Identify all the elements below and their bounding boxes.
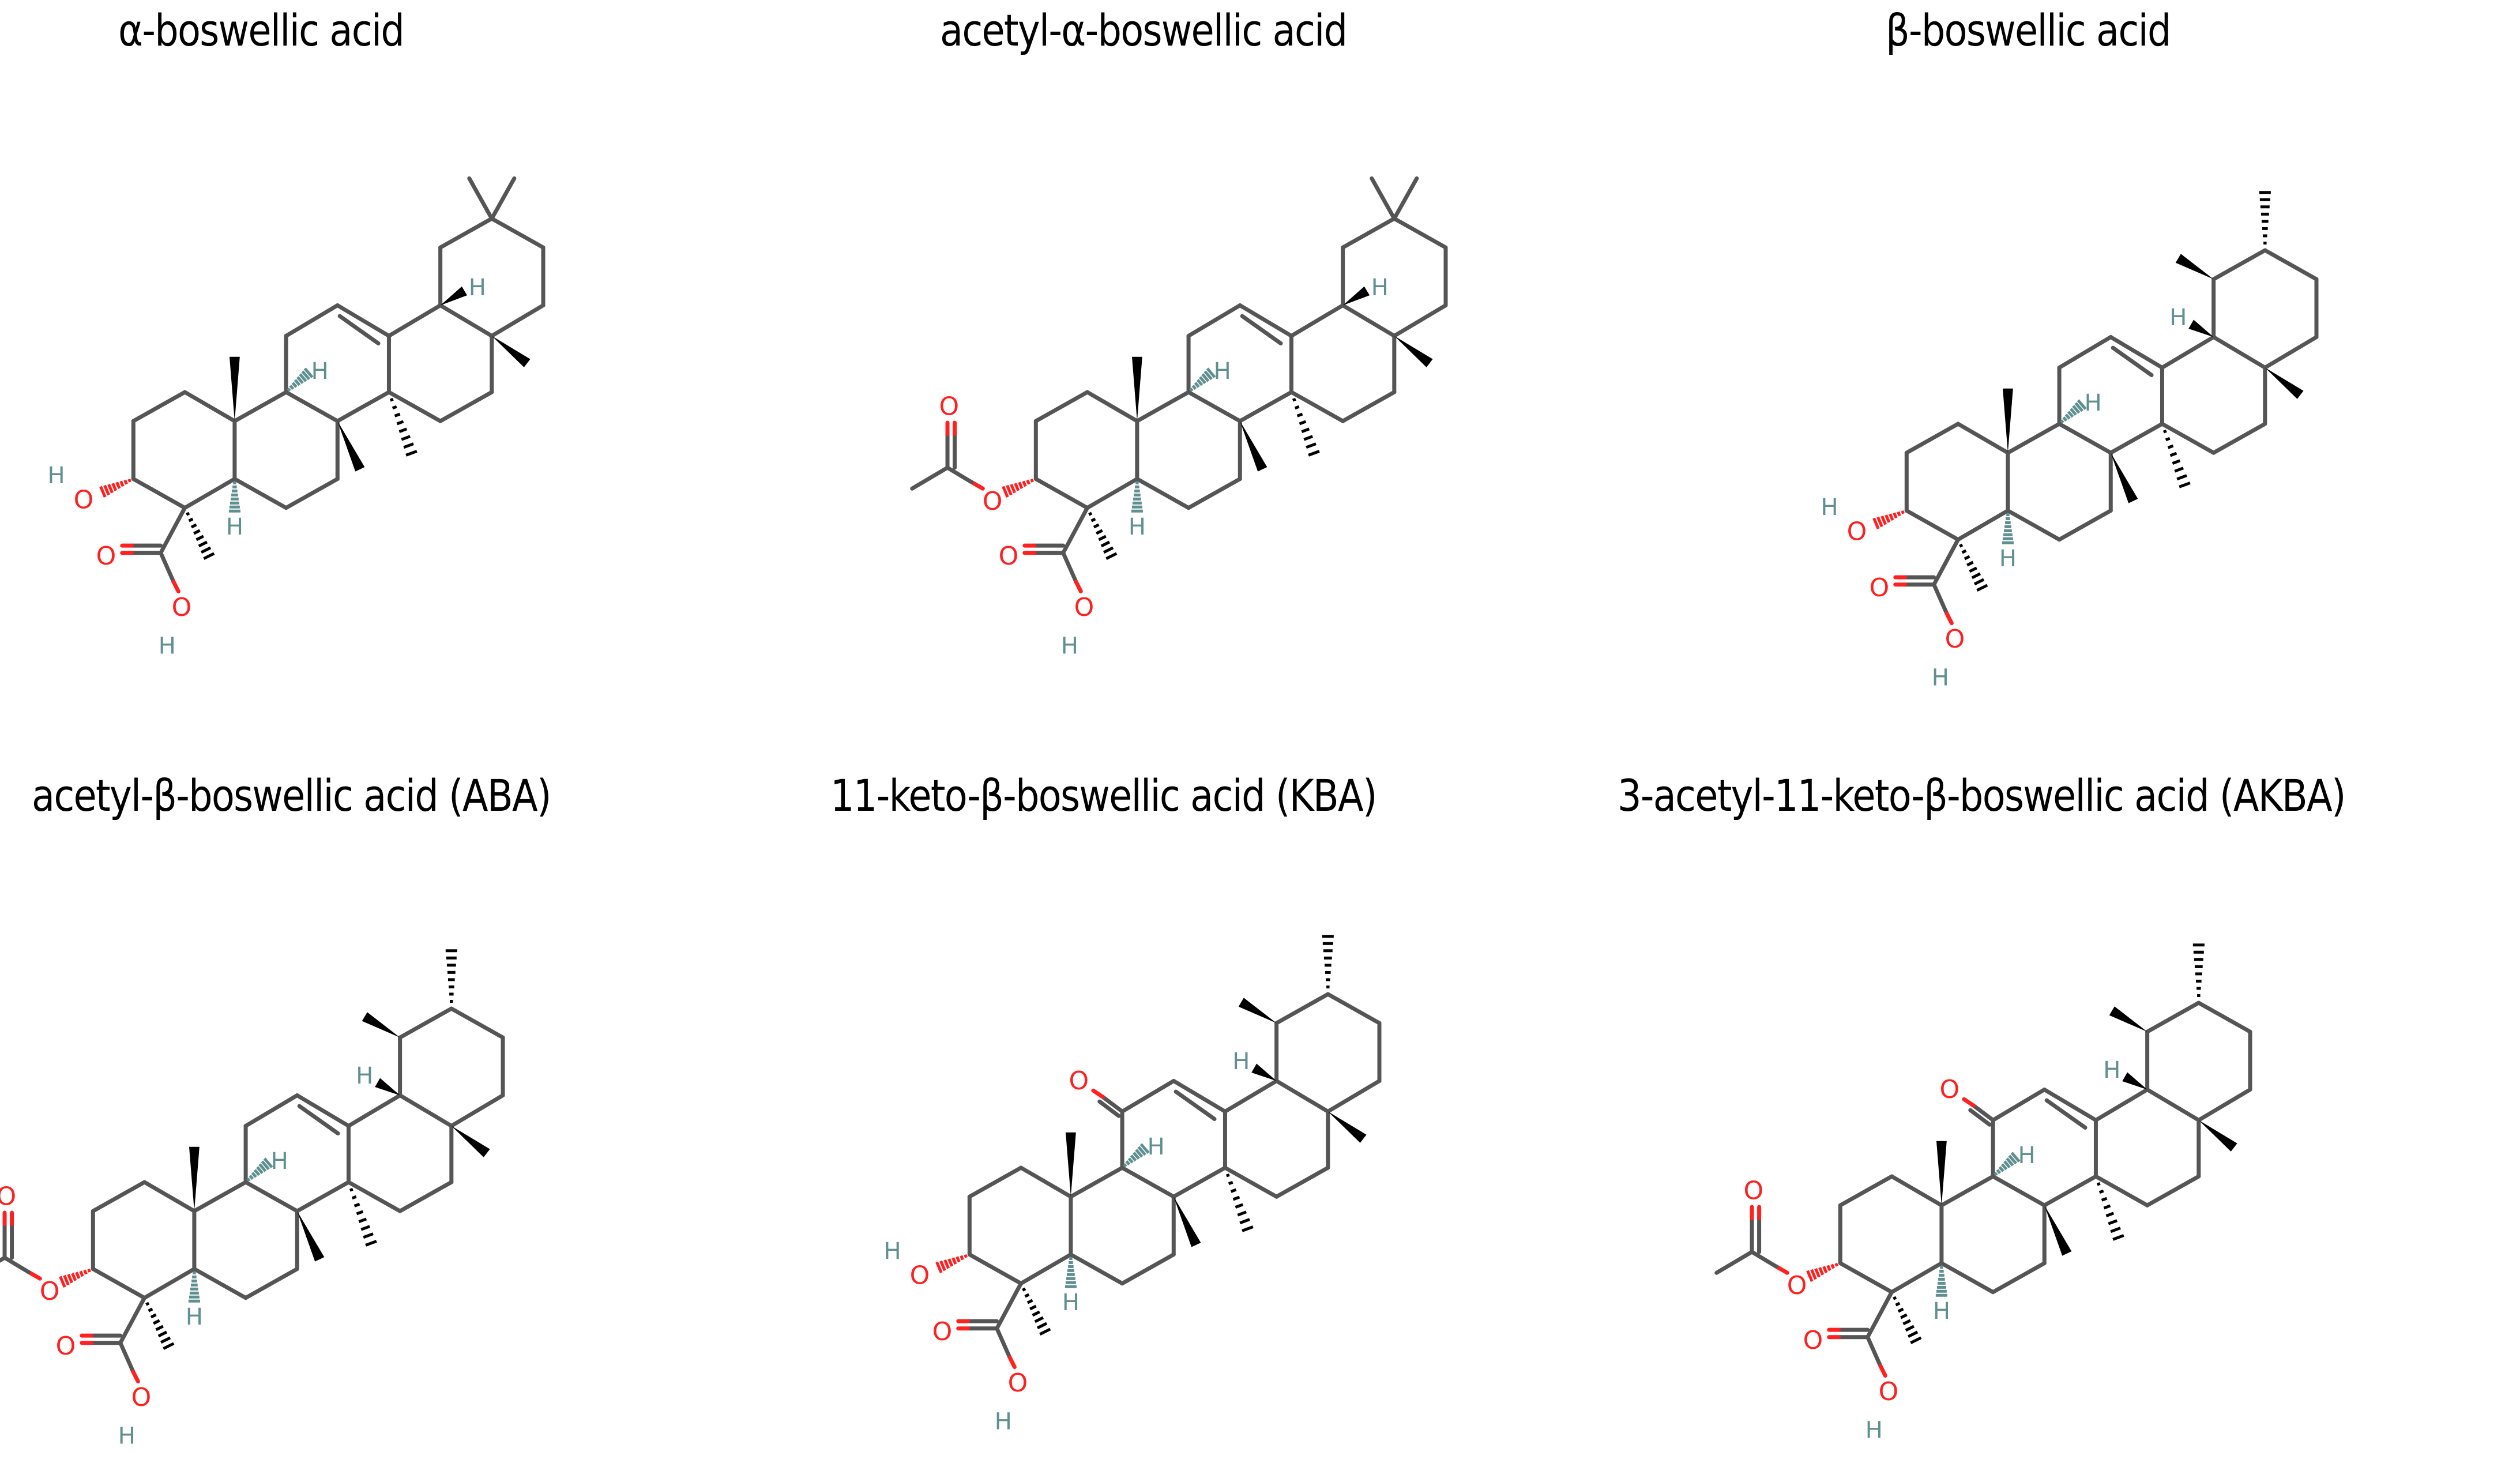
hydrogen-atom-label: H [1061, 633, 1078, 659]
oxygen-atom-label: O [983, 487, 1003, 516]
oxygen-atom-label: O [1744, 1176, 1764, 1206]
oxygen-atom-label: O [1069, 1066, 1089, 1096]
oxygen-atom-label: O [1879, 1377, 1899, 1406]
hydrogen-atom-label: H [1371, 274, 1389, 301]
oxygen-atom-label: O [74, 485, 94, 514]
hydrogen-atom-label: H [311, 358, 329, 385]
hydrogen-atom-label: H [2018, 1142, 2036, 1169]
hydrogen-atom-label: H [469, 274, 486, 301]
oxygen-atom-label: O [96, 541, 116, 571]
hydrogen-atom-label: H [226, 514, 243, 540]
oxygen-atom-label: O [1940, 1075, 1960, 1104]
hydrogen-atom-label: H [1999, 546, 2017, 572]
compound-name-label: 3-acetyl-11-keto-β-boswellic acid (AKBA) [1618, 770, 2346, 821]
oxygen-atom-label: O [40, 1277, 60, 1306]
hydrogen-atom-label: H [2169, 304, 2187, 331]
oxygen-atom-label: O [1870, 573, 1890, 603]
hydrogen-atom-label: H [995, 1408, 1012, 1435]
hydrogen-atom-label: H [356, 1063, 373, 1089]
hydrogen-atom-label: H [1129, 514, 1146, 540]
compound-name-label: β-boswellic acid [1886, 5, 2172, 56]
hydrogen-atom-label: H [2085, 390, 2102, 416]
oxygen-atom-label: O [1787, 1271, 1807, 1300]
hydrogen-atom-label: H [1932, 664, 1949, 691]
hydrogen-atom-label: H [2103, 1057, 2120, 1084]
oxygen-atom-label: O [1945, 625, 1965, 654]
oxygen-atom-label: O [0, 1182, 16, 1212]
compound-name-label: 11-keto-β-boswellic acid (KBA) [830, 770, 1378, 821]
hydrogen-atom-label: H [1933, 1298, 1950, 1325]
oxygen-atom-label: O [172, 593, 192, 622]
oxygen-atom-label: O [999, 541, 1019, 571]
hydrogen-atom-label: H [1865, 1417, 1883, 1443]
oxygen-atom-label: O [1008, 1368, 1028, 1398]
oxygen-atom-label: O [1803, 1326, 1823, 1355]
hydrogen-atom-label: H [884, 1238, 901, 1265]
oxygen-atom-label: O [56, 1331, 76, 1361]
oxygen-atom-label: O [1847, 517, 1867, 546]
oxygen-atom-label: O [910, 1261, 930, 1290]
oxygen-atom-label: O [939, 392, 960, 422]
hydrogen-atom-label: H [186, 1304, 203, 1330]
compound-name-label: acetyl-β-boswellic acid (ABA) [32, 770, 551, 821]
hydrogen-atom-label: H [1062, 1289, 1080, 1316]
hydrogen-atom-label: H [271, 1148, 288, 1175]
compound-name-label: α-boswellic acid [118, 5, 405, 56]
hydrogen-atom-label: H [1214, 358, 1231, 385]
oxygen-atom-label: O [1074, 593, 1094, 622]
hydrogen-atom-label: H [118, 1423, 136, 1449]
hydrogen-atom-label: H [1821, 494, 1838, 521]
oxygen-atom-label: O [932, 1317, 953, 1346]
hydrogen-atom-label: H [1232, 1048, 1250, 1075]
hydrogen-atom-label: H [1148, 1134, 1165, 1160]
oxygen-atom-label: O [131, 1383, 152, 1412]
hydrogen-atom-label: H [48, 462, 65, 489]
compound-name-label: acetyl-α-boswellic acid [940, 5, 1348, 56]
hydrogen-atom-label: H [159, 633, 176, 659]
